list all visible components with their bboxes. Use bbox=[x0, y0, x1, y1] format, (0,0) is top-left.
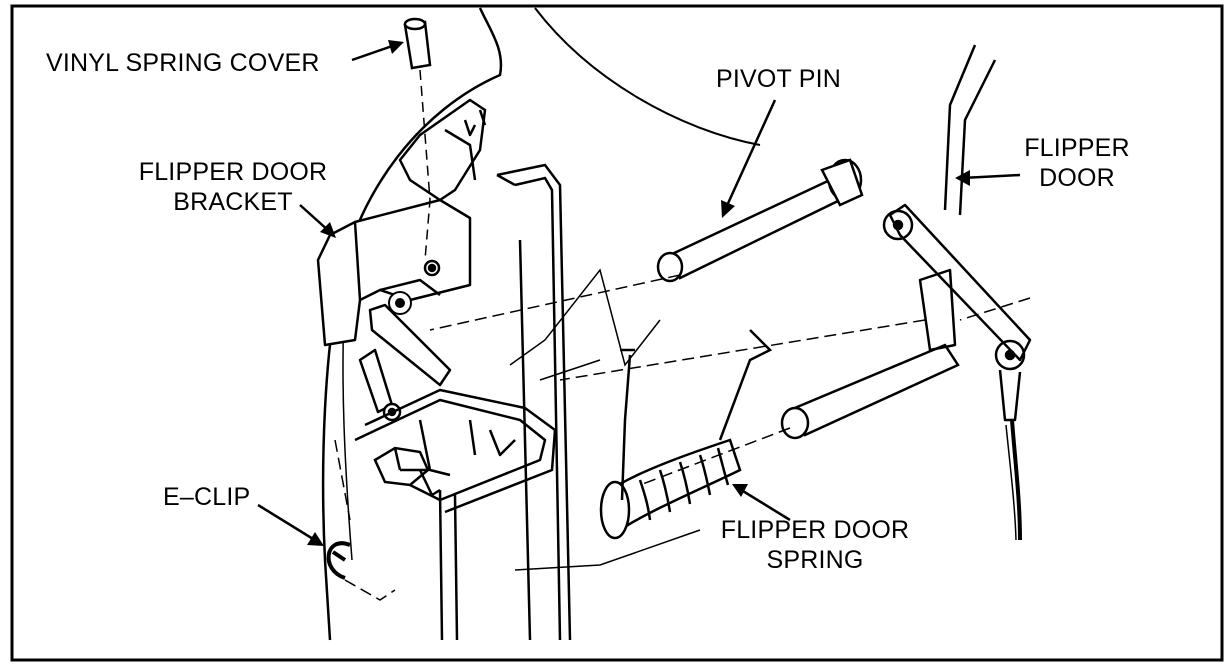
flipper-door-spring bbox=[599, 329, 773, 540]
guide-lines bbox=[509, 268, 701, 571]
label-flipper-door-line1: FLIPPER bbox=[1024, 134, 1130, 162]
pivot-pin bbox=[656, 158, 864, 283]
bracket-screw bbox=[388, 291, 412, 315]
linkage-arm bbox=[358, 303, 452, 422]
hex-nut bbox=[373, 446, 441, 497]
roller-sleeve bbox=[780, 343, 960, 440]
label-flipper-door-spring: FLIPPER DOOR SPRING bbox=[705, 515, 925, 575]
door-cable bbox=[1010, 419, 1022, 541]
label-vinyl-spring-cover: VINYL SPRING COVER bbox=[46, 49, 320, 77]
label-e-clip: E–CLIP bbox=[163, 483, 251, 511]
label-flipper-door: FLIPPER DOOR bbox=[1012, 133, 1142, 193]
vertical-rail bbox=[438, 163, 572, 641]
bent-rod-bracket bbox=[354, 388, 557, 514]
label-flipper-door-bracket-line1: FLIPPER DOOR bbox=[138, 158, 328, 186]
assembly-lines bbox=[334, 274, 1031, 601]
cabinet-side-wall bbox=[321, 7, 503, 641]
label-flipper-door-line2: DOOR bbox=[1039, 164, 1115, 192]
upper-hook bbox=[398, 98, 487, 202]
leader-arrowheads bbox=[307, 40, 970, 546]
diagram-frame bbox=[10, 4, 1224, 662]
label-flipper-door-bracket: FLIPPER DOOR BRACKET bbox=[128, 157, 338, 217]
e-clip-part bbox=[326, 541, 351, 580]
assembly-line-cover bbox=[419, 69, 431, 261]
label-flipper-door-spring-line2: SPRING bbox=[766, 546, 864, 574]
label-flipper-door-spring-line1: FLIPPER DOOR bbox=[720, 516, 910, 544]
flipper-door bbox=[882, 44, 1032, 422]
cabinet-arc bbox=[534, 7, 761, 146]
label-pivot-pin: PIVOT PIN bbox=[716, 65, 841, 93]
label-flipper-door-bracket-line2: BRACKET bbox=[173, 188, 293, 216]
vinyl-spring-cover bbox=[403, 17, 432, 70]
